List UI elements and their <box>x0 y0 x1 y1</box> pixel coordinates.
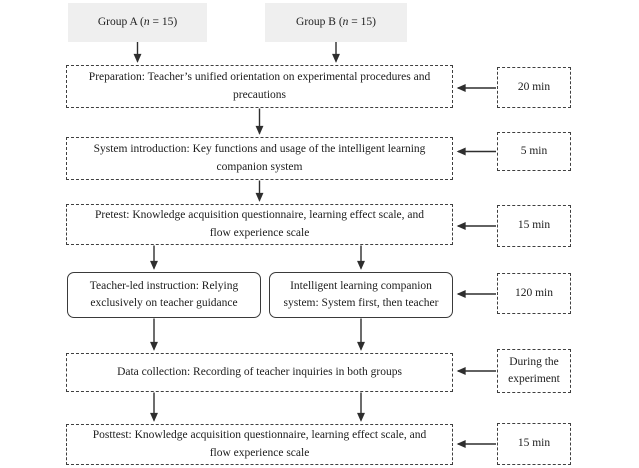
time-label-pretest: 15 min <box>517 219 551 232</box>
pretest-text-line2: flow experience scale <box>209 226 310 239</box>
time-box-preparation: 20 min <box>497 67 571 108</box>
group-b-box: Group B (n = 15) <box>265 3 407 42</box>
preparation-box: Preparation: Teacher’s unified orientati… <box>66 65 453 108</box>
posttest-box: Posttest: Knowledge acquisition question… <box>66 424 453 465</box>
time-box-posttest: 15 min <box>497 423 571 465</box>
group-a-label: Group A ( <box>97 15 144 28</box>
pretest-text-line1: Pretest: Knowledge acquisition questionn… <box>94 209 425 222</box>
group-a-label-suffix: = 15) <box>149 15 178 28</box>
posttest-text-line2: flow experience scale <box>209 446 310 459</box>
time-box-data-collection: During the experiment <box>497 349 571 393</box>
time-label-data-collection-line2: experiment <box>508 373 560 385</box>
group-a-n-var: n <box>143 15 150 28</box>
data-collection-text: Data collection: Recording of teacher in… <box>117 365 402 378</box>
time-label-data-collection-line1: During the <box>509 355 559 368</box>
intelligent-companion-text-line2: system: System first, then teacher <box>283 297 439 309</box>
pretest-box: Pretest: Knowledge acquisition questionn… <box>66 204 453 245</box>
group-b-label: Group B ( <box>296 15 343 28</box>
preparation-text-line1: Preparation: Teacher’s unified orientati… <box>88 71 431 84</box>
time-label-instruction: 120 min <box>514 286 553 299</box>
group-a-box: Group A (n = 15) <box>68 3 207 42</box>
teacher-led-text-line2: exclusively on teacher guidance <box>90 297 238 309</box>
time-box-pretest: 15 min <box>497 205 571 247</box>
time-label-system-introduction: 5 min <box>520 144 548 157</box>
group-b-n-var: n <box>342 15 349 28</box>
posttest-text-line1: Posttest: Knowledge acquisition question… <box>92 429 427 442</box>
time-box-system-introduction: 5 min <box>497 132 571 171</box>
system-introduction-text-line2: companion system <box>216 160 303 173</box>
intelligent-companion-text-line1: Intelligent learning companion <box>290 279 432 292</box>
group-b-label-suffix: = 15) <box>348 15 376 28</box>
system-introduction-box: System introduction: Key functions and u… <box>66 137 453 180</box>
data-collection-box: Data collection: Recording of teacher in… <box>66 353 453 392</box>
time-label-posttest: 15 min <box>517 437 551 450</box>
time-label-preparation: 20 min <box>517 80 551 93</box>
teacher-led-text-line1: Teacher-led instruction: Relying <box>89 279 239 292</box>
time-box-instruction: 120 min <box>497 273 571 314</box>
preparation-text-line2: precautions <box>232 88 286 101</box>
system-introduction-text-line1: System introduction: Key functions and u… <box>93 143 426 156</box>
intelligent-companion-box: Intelligent learning companion system: S… <box>269 272 453 318</box>
teacher-led-box: Teacher-led instruction: Relying exclusi… <box>67 272 261 318</box>
